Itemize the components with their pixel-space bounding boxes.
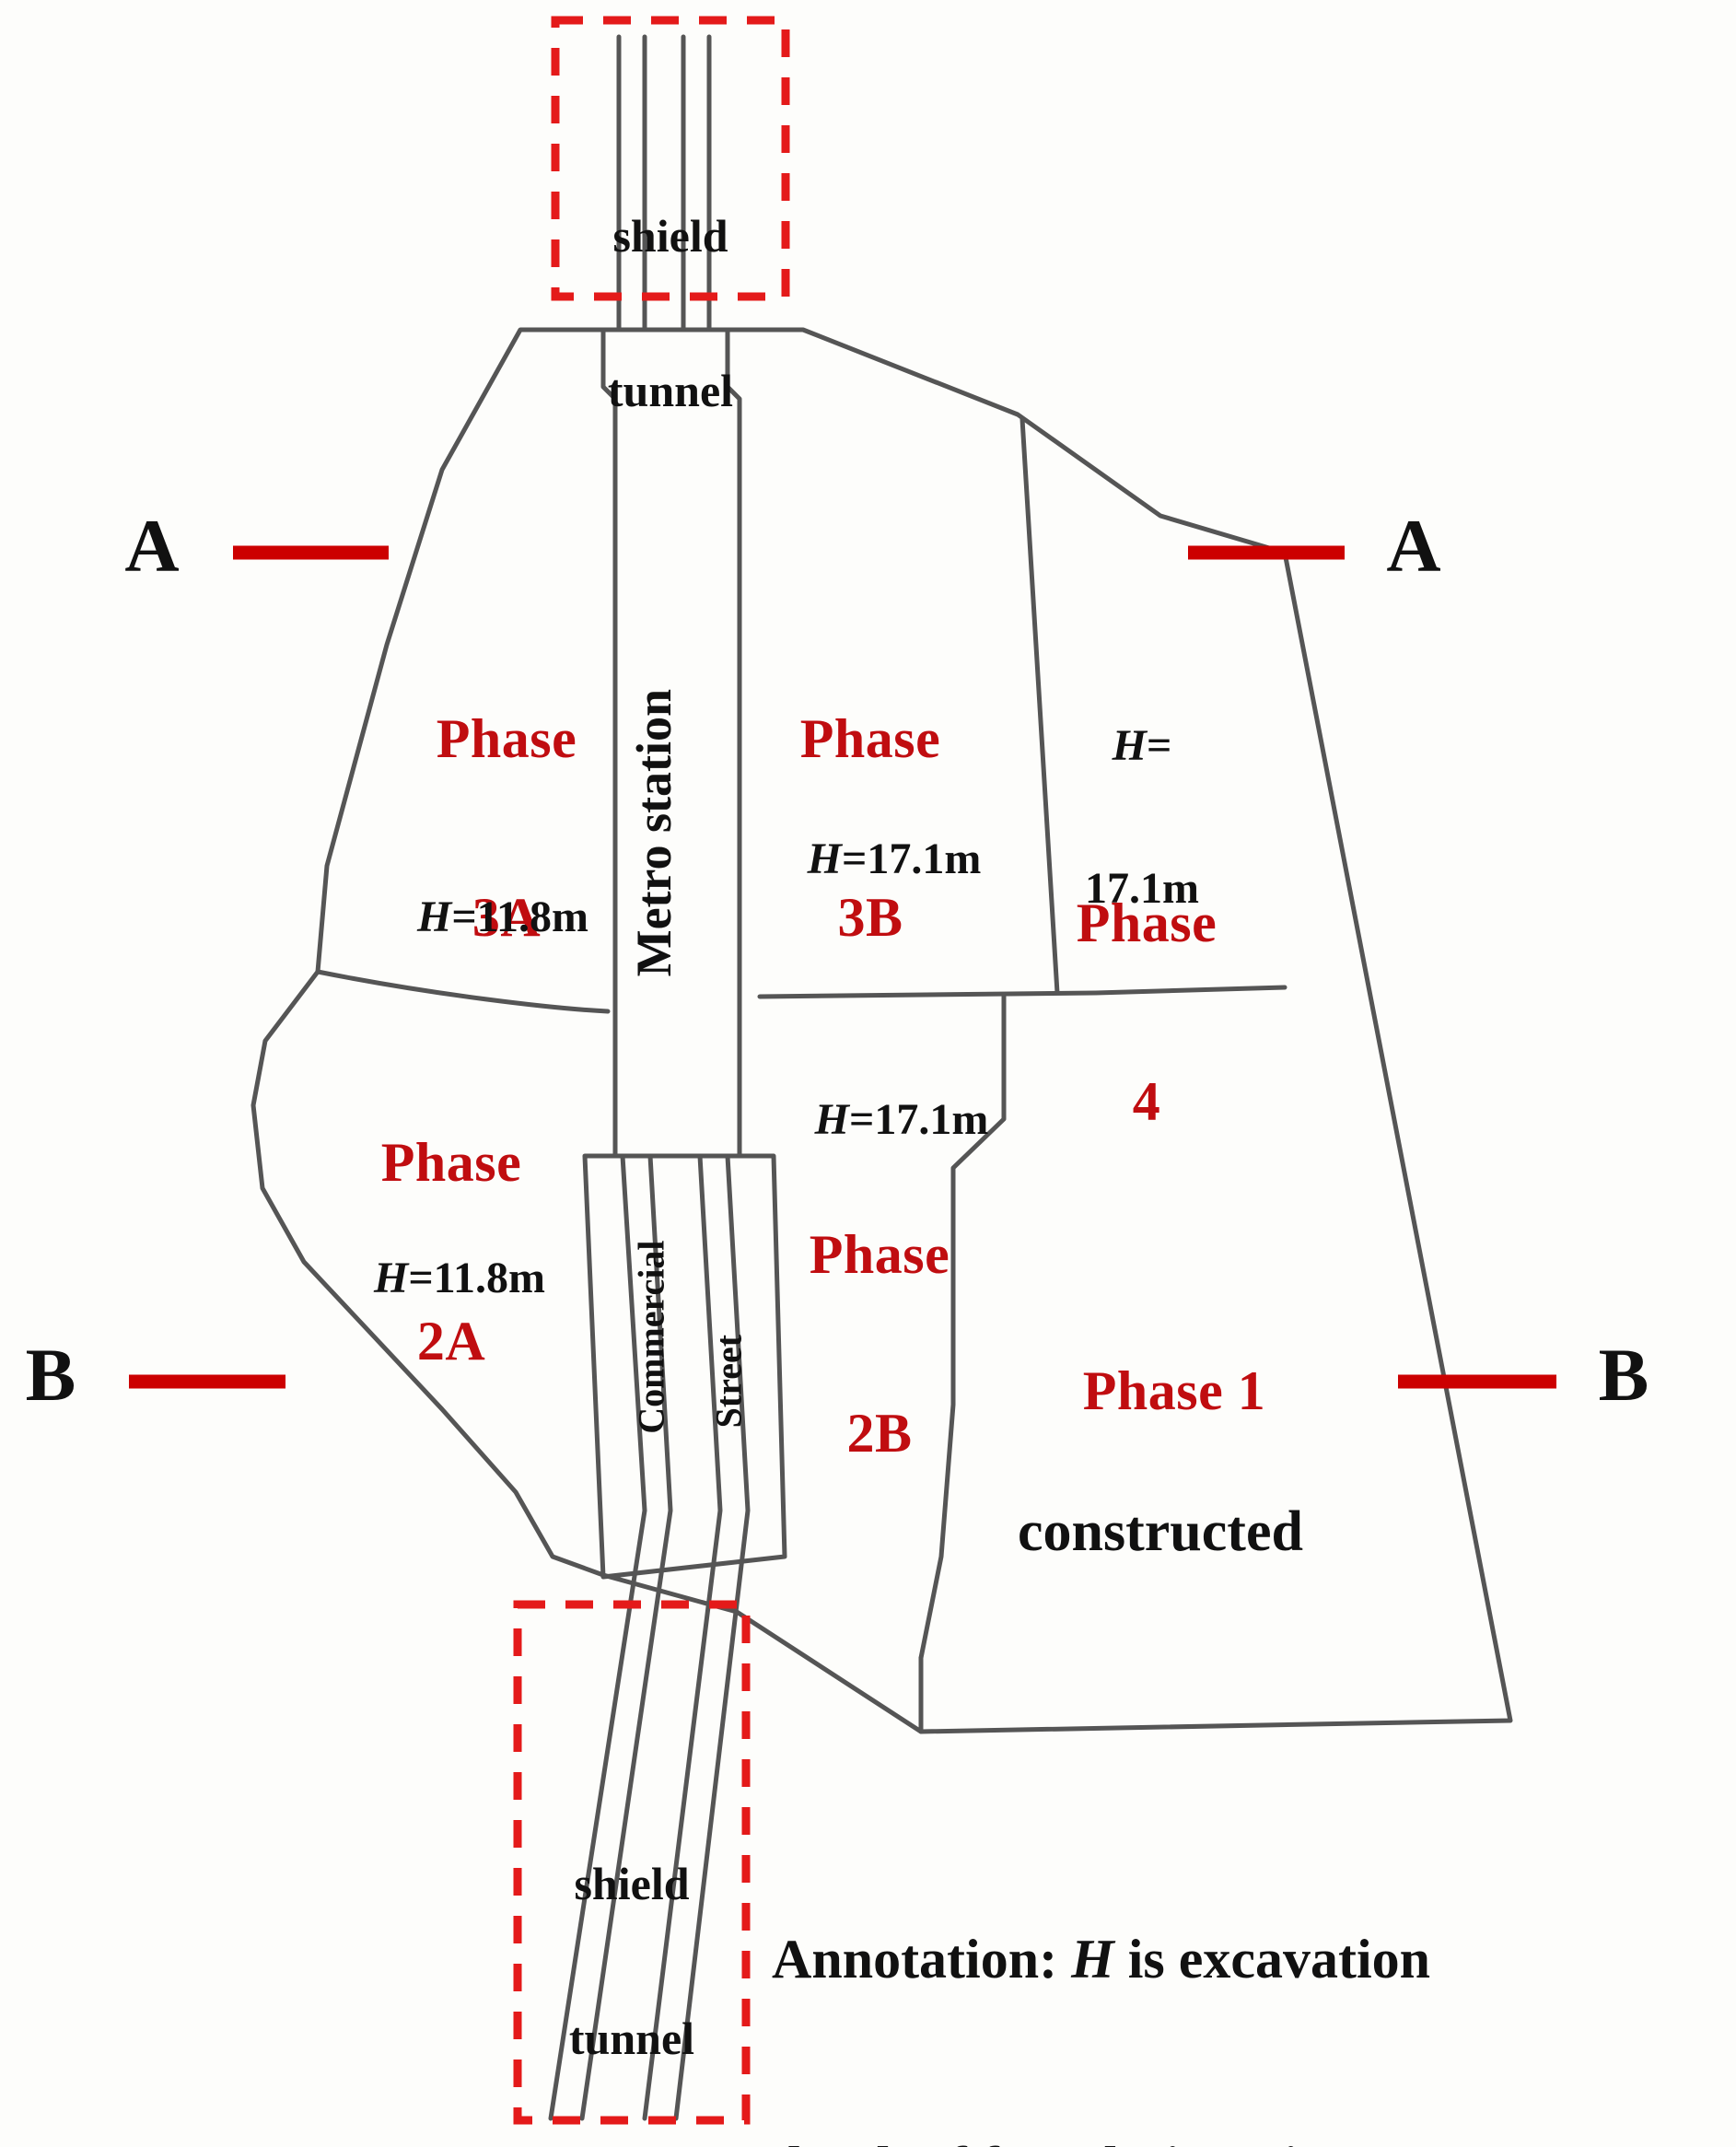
metro-corridor-left-wall bbox=[600, 327, 618, 1159]
phase-2b-depth-value: =17.1m bbox=[849, 1094, 989, 1144]
phase-4-depth: H= 17.1m bbox=[1050, 626, 1234, 1009]
annotation-rest: is excavation bbox=[1113, 1929, 1431, 1989]
phase-4-depth-symbol: H bbox=[1112, 720, 1147, 770]
bottom-tunnel-line-2 bbox=[579, 1153, 673, 2121]
phase-3a-depth: H=11.8m bbox=[361, 846, 600, 988]
bottom-shield-tunnel-label-line2: tunnel bbox=[568, 2013, 695, 2064]
bottom-shield-tunnel-label: shield tunnel bbox=[518, 1755, 746, 2147]
bottom-shield-tunnel-label-line1: shield bbox=[574, 1858, 690, 1909]
site-outline bbox=[250, 327, 1513, 1734]
phase-2b-depth: H=17.1m bbox=[751, 1048, 1008, 1191]
phase-4-depth-line2: 17.1m bbox=[1085, 864, 1199, 914]
phase-2a-label-line1: Phase bbox=[380, 1131, 522, 1193]
phase-1-label: Phase 1 bbox=[1022, 1242, 1326, 1540]
section-letter-b-right: B bbox=[1598, 1333, 1649, 1417]
phase-3b-label: Phase 3B bbox=[751, 589, 990, 1067]
phase-2a-depth-value: =11.8m bbox=[408, 1253, 546, 1302]
section-letter-b-left: B bbox=[25, 1333, 76, 1417]
phase-3a-label-line1: Phase bbox=[436, 707, 577, 769]
bottom-tunnel-line-1 bbox=[548, 1153, 647, 2121]
annotation-symbol: H bbox=[1071, 1929, 1114, 1989]
annotation-line2: depth of foundation pit. bbox=[772, 2132, 1730, 2147]
divider-3b-4 bbox=[1019, 416, 1060, 996]
phase-2b-label: Phase 2B bbox=[764, 1105, 995, 1582]
phase-4-depth-line1: H= bbox=[1050, 720, 1234, 770]
bottom-shield-tunnel-dashed-box bbox=[513, 1600, 751, 2125]
commercial-street-label-line1: Commercial bbox=[630, 1240, 672, 1434]
bottom-tunnel-line-3 bbox=[642, 1153, 723, 2121]
site-boundary-group bbox=[250, 34, 1513, 2121]
phase-3b-label-line1: Phase bbox=[799, 707, 941, 769]
phase-3b-depth: H=17.1m bbox=[748, 788, 996, 930]
section-letter-a-right: A bbox=[1386, 504, 1441, 588]
divider-3b-lower bbox=[757, 985, 1287, 999]
phase-2b-depth-symbol: H bbox=[814, 1094, 849, 1144]
section-marker-rules bbox=[129, 545, 1556, 1389]
annotation-lead: Annotation: bbox=[772, 1929, 1072, 1989]
phase-2a-depth-symbol: H bbox=[373, 1253, 409, 1302]
phase-4-depth-eq: = bbox=[1146, 720, 1172, 770]
annotation-note: Annotation: H is excavation depth of fou… bbox=[772, 1787, 1730, 2147]
phase-2b-label-line1: Phase bbox=[809, 1223, 950, 1285]
top-shield-tunnel-label-line2: tunnel bbox=[607, 365, 734, 416]
top-shield-tunnel-label: shield tunnel bbox=[555, 107, 786, 519]
phase-4-label-line1: Phase bbox=[1076, 892, 1218, 953]
phase-1-label-line1: Phase 1 bbox=[1082, 1359, 1266, 1421]
phase-3a-depth-symbol: H bbox=[416, 892, 452, 941]
top-shield-tunnel-label-line1: shield bbox=[612, 210, 728, 262]
commercial-street-box bbox=[582, 1153, 787, 1580]
bottom-shield-tunnel-lines bbox=[548, 1153, 751, 2121]
metro-corridor-right-wall bbox=[725, 327, 742, 1159]
phase-3b-depth-symbol: H bbox=[807, 834, 842, 883]
phase-3b-label-line2: 3B bbox=[837, 886, 903, 948]
top-shield-tunnel-lines bbox=[616, 34, 712, 333]
phase-2a-label-line2: 2A bbox=[416, 1310, 486, 1371]
divider-2b-1 bbox=[918, 994, 1007, 1661]
annotation-line1: Annotation: H is excavation bbox=[772, 1925, 1730, 1994]
commercial-street-label-line2: Street bbox=[707, 1334, 750, 1429]
phase-2b-label-line2: 2B bbox=[846, 1402, 913, 1464]
divider-3a-2a bbox=[315, 969, 611, 1014]
section-letter-a-left: A bbox=[124, 504, 180, 588]
phase-3b-depth-value: =17.1m bbox=[842, 834, 982, 883]
phase-2a-label: Phase 2A bbox=[332, 1013, 571, 1490]
top-shield-tunnel-dashed-box bbox=[551, 16, 790, 301]
metro-station-label: Metro station bbox=[625, 688, 682, 977]
phase-3a-label-line2: 3A bbox=[472, 886, 542, 948]
phase-3a-label: Phase 3A bbox=[387, 589, 626, 1067]
phase-2a-depth: H=11.8m bbox=[304, 1207, 571, 1349]
phase-3a-depth-value: =11.8m bbox=[451, 892, 589, 941]
bottom-tunnel-line-4 bbox=[673, 1153, 751, 2121]
phase-4-label: Phase 4 bbox=[1041, 774, 1252, 1251]
constructed-status-label: constructed bbox=[1018, 1500, 1303, 1563]
phase-4-label-line2: 4 bbox=[1132, 1070, 1161, 1132]
